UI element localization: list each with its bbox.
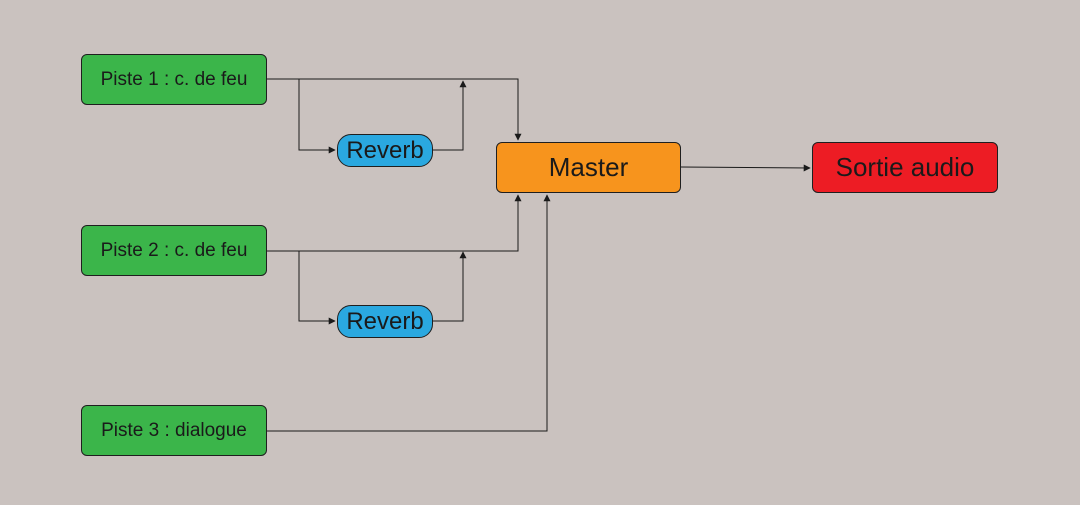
track-2-node: Piste 2 : c. de feu (81, 225, 267, 276)
reverb2-return-line (433, 251, 467, 322)
reverb-2-node: Reverb (337, 305, 433, 338)
master-label: Master (548, 152, 629, 182)
track2-to-master-line (267, 194, 522, 252)
track-2-label: Piste 2 : c. de feu (100, 239, 248, 261)
track-3-label: Piste 3 : dialogue (101, 419, 247, 441)
audio-output-node: Sortie audio (812, 142, 998, 193)
track2-to-reverb-line (298, 251, 336, 325)
track-1-node: Piste 1 : c. de feu (81, 54, 267, 105)
track-1-label: Piste 1 : c. de feu (100, 68, 248, 90)
master-node: Master (496, 142, 681, 193)
track1-to-reverb-line (298, 79, 336, 154)
track1-to-master-line (267, 78, 522, 141)
reverb1-return-line (433, 80, 467, 151)
reverb-1-label: Reverb (346, 136, 424, 164)
audio-output-label: Sortie audio (835, 152, 975, 182)
master-to-output-line (680, 164, 811, 172)
reverb-1-node: Reverb (337, 134, 433, 167)
track-3-node: Piste 3 : dialogue (81, 405, 267, 456)
reverb-2-label: Reverb (346, 307, 424, 335)
